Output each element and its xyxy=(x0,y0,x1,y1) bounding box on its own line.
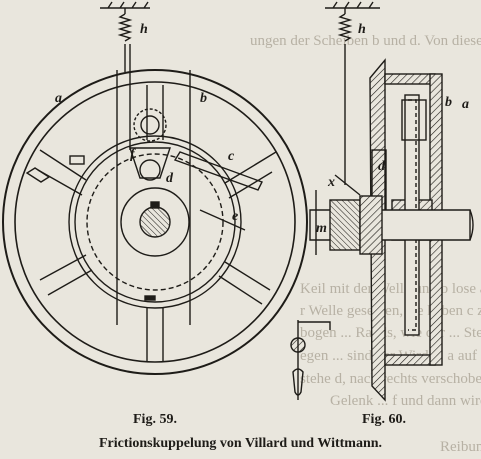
pulley-spokes xyxy=(25,85,277,362)
label-d-59: d xyxy=(166,171,174,186)
fig60-drawing xyxy=(290,1,474,402)
lever-c xyxy=(173,151,263,191)
spring-h-60 xyxy=(337,13,353,42)
pulley-rim-outer xyxy=(2,69,308,375)
ceiling-mount-60 xyxy=(325,1,380,9)
shaft-section xyxy=(139,206,171,238)
label-c-59: c xyxy=(228,149,235,164)
label-a-59: a xyxy=(55,91,62,106)
label-f-59: f xyxy=(130,147,136,162)
pulley-rim-inner xyxy=(14,81,296,363)
hub-circle xyxy=(120,187,190,257)
background-text-line: stehe d, nach rechts verschoben, so stör… xyxy=(300,371,481,387)
disc-ring-outer xyxy=(68,135,242,309)
caption-fig59: Fig. 59. xyxy=(133,412,177,427)
label-b-60: b xyxy=(445,95,452,110)
lever-x xyxy=(334,174,361,196)
background-text-line: Gelenk ... f und dann wird Scheibe b geg… xyxy=(330,393,481,409)
caption-fig60: Fig. 60. xyxy=(362,412,406,427)
drawing-labels: h a b c f d e h b a d x m xyxy=(55,22,469,236)
pivot-f xyxy=(139,159,161,181)
friction-wheel-b xyxy=(133,108,167,142)
figure-title: Frictionskuppelung von Villard und Wittm… xyxy=(98,436,383,451)
spring-h-59 xyxy=(117,13,133,42)
part-b xyxy=(401,99,427,141)
label-x-60: x xyxy=(327,175,335,190)
label-e-59: e xyxy=(232,209,238,224)
label-b-59: b xyxy=(200,91,207,106)
ceiling-mount-59 xyxy=(100,1,150,9)
label-a-60: a xyxy=(462,97,469,112)
fig59-drawing xyxy=(2,1,308,375)
hand-lever xyxy=(290,320,331,400)
label-m-60: m xyxy=(316,221,327,236)
background-text-line: ungen der Scheiben b und d. Von diesen s… xyxy=(250,33,481,49)
background-text-line: Reibung ... xyxy=(440,439,481,455)
pointer-e xyxy=(199,209,246,231)
label-h-59: h xyxy=(140,22,148,37)
label-d-60: d xyxy=(378,159,386,174)
label-h-60: h xyxy=(358,22,366,37)
